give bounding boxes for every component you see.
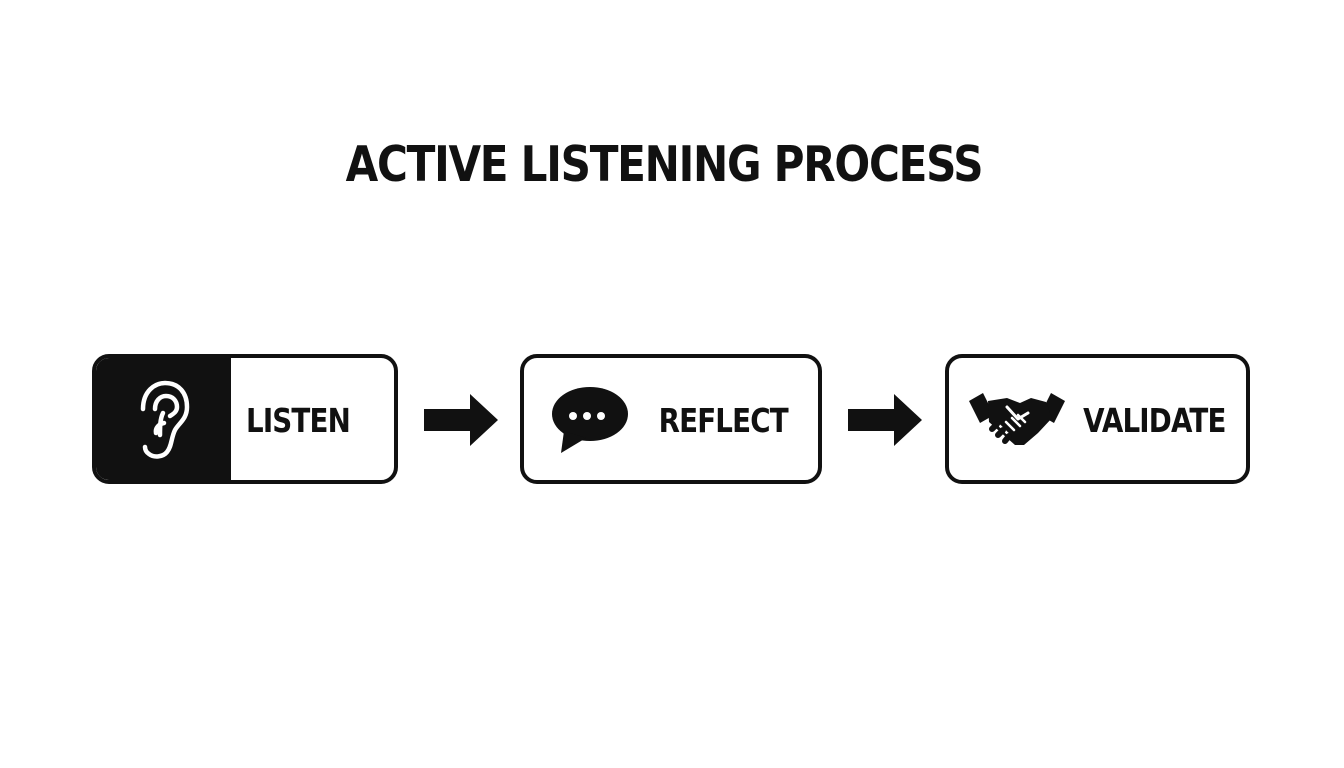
step-label: REFLECT <box>658 401 789 440</box>
step-validate: VALIDATE <box>945 354 1250 484</box>
diagram-title: ACTIVE LISTENING PROCESS <box>345 136 984 193</box>
right-arrow-icon <box>424 394 498 446</box>
handshake-icon <box>969 393 1065 445</box>
speech-bubble-icon <box>552 387 628 453</box>
step-listen: LISTEN <box>92 354 398 484</box>
step-reflect: REFLECT <box>520 354 822 484</box>
ear-icon <box>140 380 190 459</box>
step-label: VALIDATE <box>1083 401 1227 440</box>
step-label: LISTEN <box>246 401 351 440</box>
icon-panel <box>96 358 231 480</box>
right-arrow-icon <box>848 394 922 446</box>
